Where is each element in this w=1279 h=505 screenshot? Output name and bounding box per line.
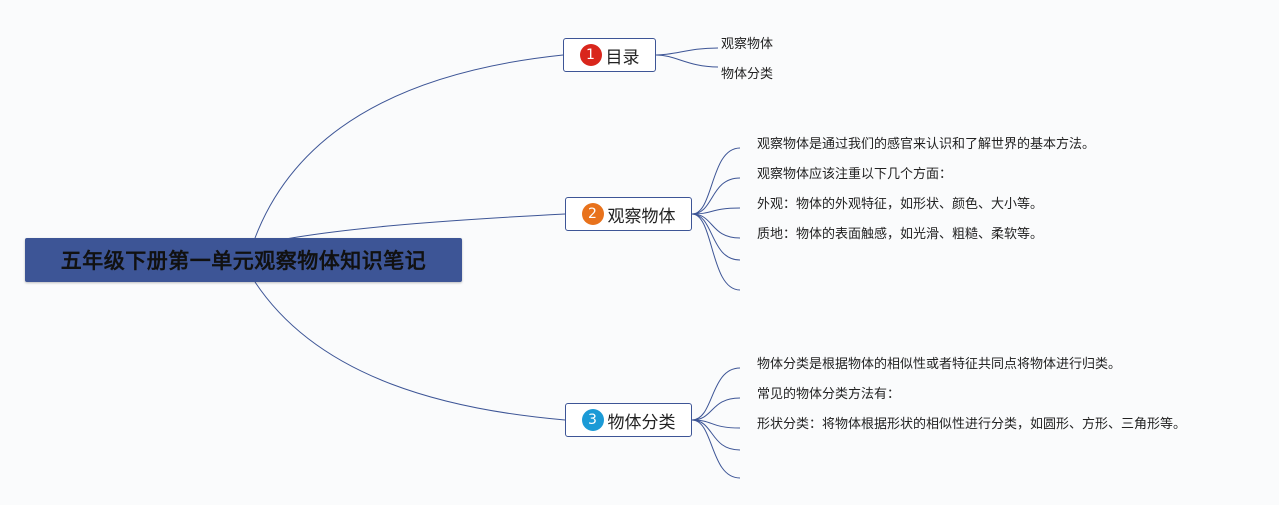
- root-to-branch-3-line: [254, 281, 566, 421]
- branch-2-leaf-line-2: [691, 207, 741, 215]
- branch-label: 观察物体: [607, 206, 676, 227]
- leaf-topic[interactable]: 观察物体: [721, 37, 774, 52]
- branch-classify-objects[interactable]: 3 物体分类: [565, 403, 692, 437]
- number-badge-3: 3: [581, 409, 604, 431]
- number-badge-2: 2: [581, 203, 604, 225]
- root-title: 五年级下册第一单元观察物体知识笔记: [60, 249, 427, 273]
- branch-2-leaf-line-0: [691, 147, 741, 215]
- branch-2-leaf-line-1: [691, 177, 741, 215]
- branch-2-leaf-line-5: [691, 213, 741, 291]
- branch-3-leaf-line-0: [691, 367, 741, 421]
- branch-observe-objects[interactable]: 2 观察物体: [565, 197, 692, 231]
- branch-3-leaf-line-1: [691, 397, 741, 421]
- branch-1-leaf-line-1: [655, 54, 719, 68]
- branch-contents[interactable]: 1 目录: [563, 38, 656, 72]
- leaf-topic[interactable]: 外观：物体的外观特征，如形状、颜色、大小等。: [757, 197, 1044, 212]
- branch-3-leaf-line-3: [691, 419, 741, 451]
- leaf-topic[interactable]: 观察物体应该注重以下几个方面：: [757, 167, 953, 182]
- leaf-topic[interactable]: 质地：物体的表面触感，如光滑、粗糙、柔软等。: [757, 227, 1044, 242]
- branch-3-leaf-line-4: [691, 419, 741, 479]
- branch-label: 目录: [605, 47, 640, 68]
- leaf-topic[interactable]: 观察物体是通过我们的感官来认识和了解世界的基本方法。: [757, 137, 1096, 152]
- leaf-topic[interactable]: 物体分类是根据物体的相似性或者特征共同点将物体进行归类。: [757, 357, 1122, 372]
- branch-2-leaf-line-4: [691, 213, 741, 261]
- branch-label: 物体分类: [607, 412, 676, 433]
- root-to-branch-1-line: [254, 54, 564, 239]
- leaf-topic[interactable]: 形状分类：将物体根据形状的相似性进行分类，如圆形、方形、三角形等。: [757, 417, 1187, 432]
- leaf-topic[interactable]: 物体分类: [721, 67, 774, 82]
- root-topic[interactable]: 五年级下册第一单元观察物体知识笔记: [25, 238, 462, 282]
- branch-1-leaf-line-0: [655, 47, 719, 56]
- leaf-topic[interactable]: 常见的物体分类方法有：: [757, 387, 901, 402]
- number-badge-1: 1: [579, 44, 602, 66]
